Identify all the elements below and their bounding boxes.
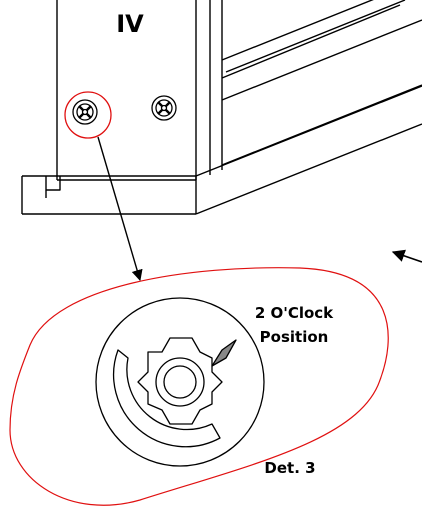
position-label-line2: Position xyxy=(260,328,329,346)
phillips-screw-icon xyxy=(151,95,177,121)
view-label: IV xyxy=(116,10,144,38)
position-label-line1: 2 O'Clock xyxy=(255,304,334,322)
detail-label: Det. 3 xyxy=(264,459,315,477)
leader-arrow xyxy=(97,136,143,282)
phillips-screw-icon xyxy=(72,99,98,125)
cabinet-frame xyxy=(21,0,422,215)
direction-arrow xyxy=(391,249,422,263)
highlight-circle xyxy=(64,91,112,139)
detail-outline xyxy=(9,267,389,506)
cam-lock-icon xyxy=(95,297,265,467)
